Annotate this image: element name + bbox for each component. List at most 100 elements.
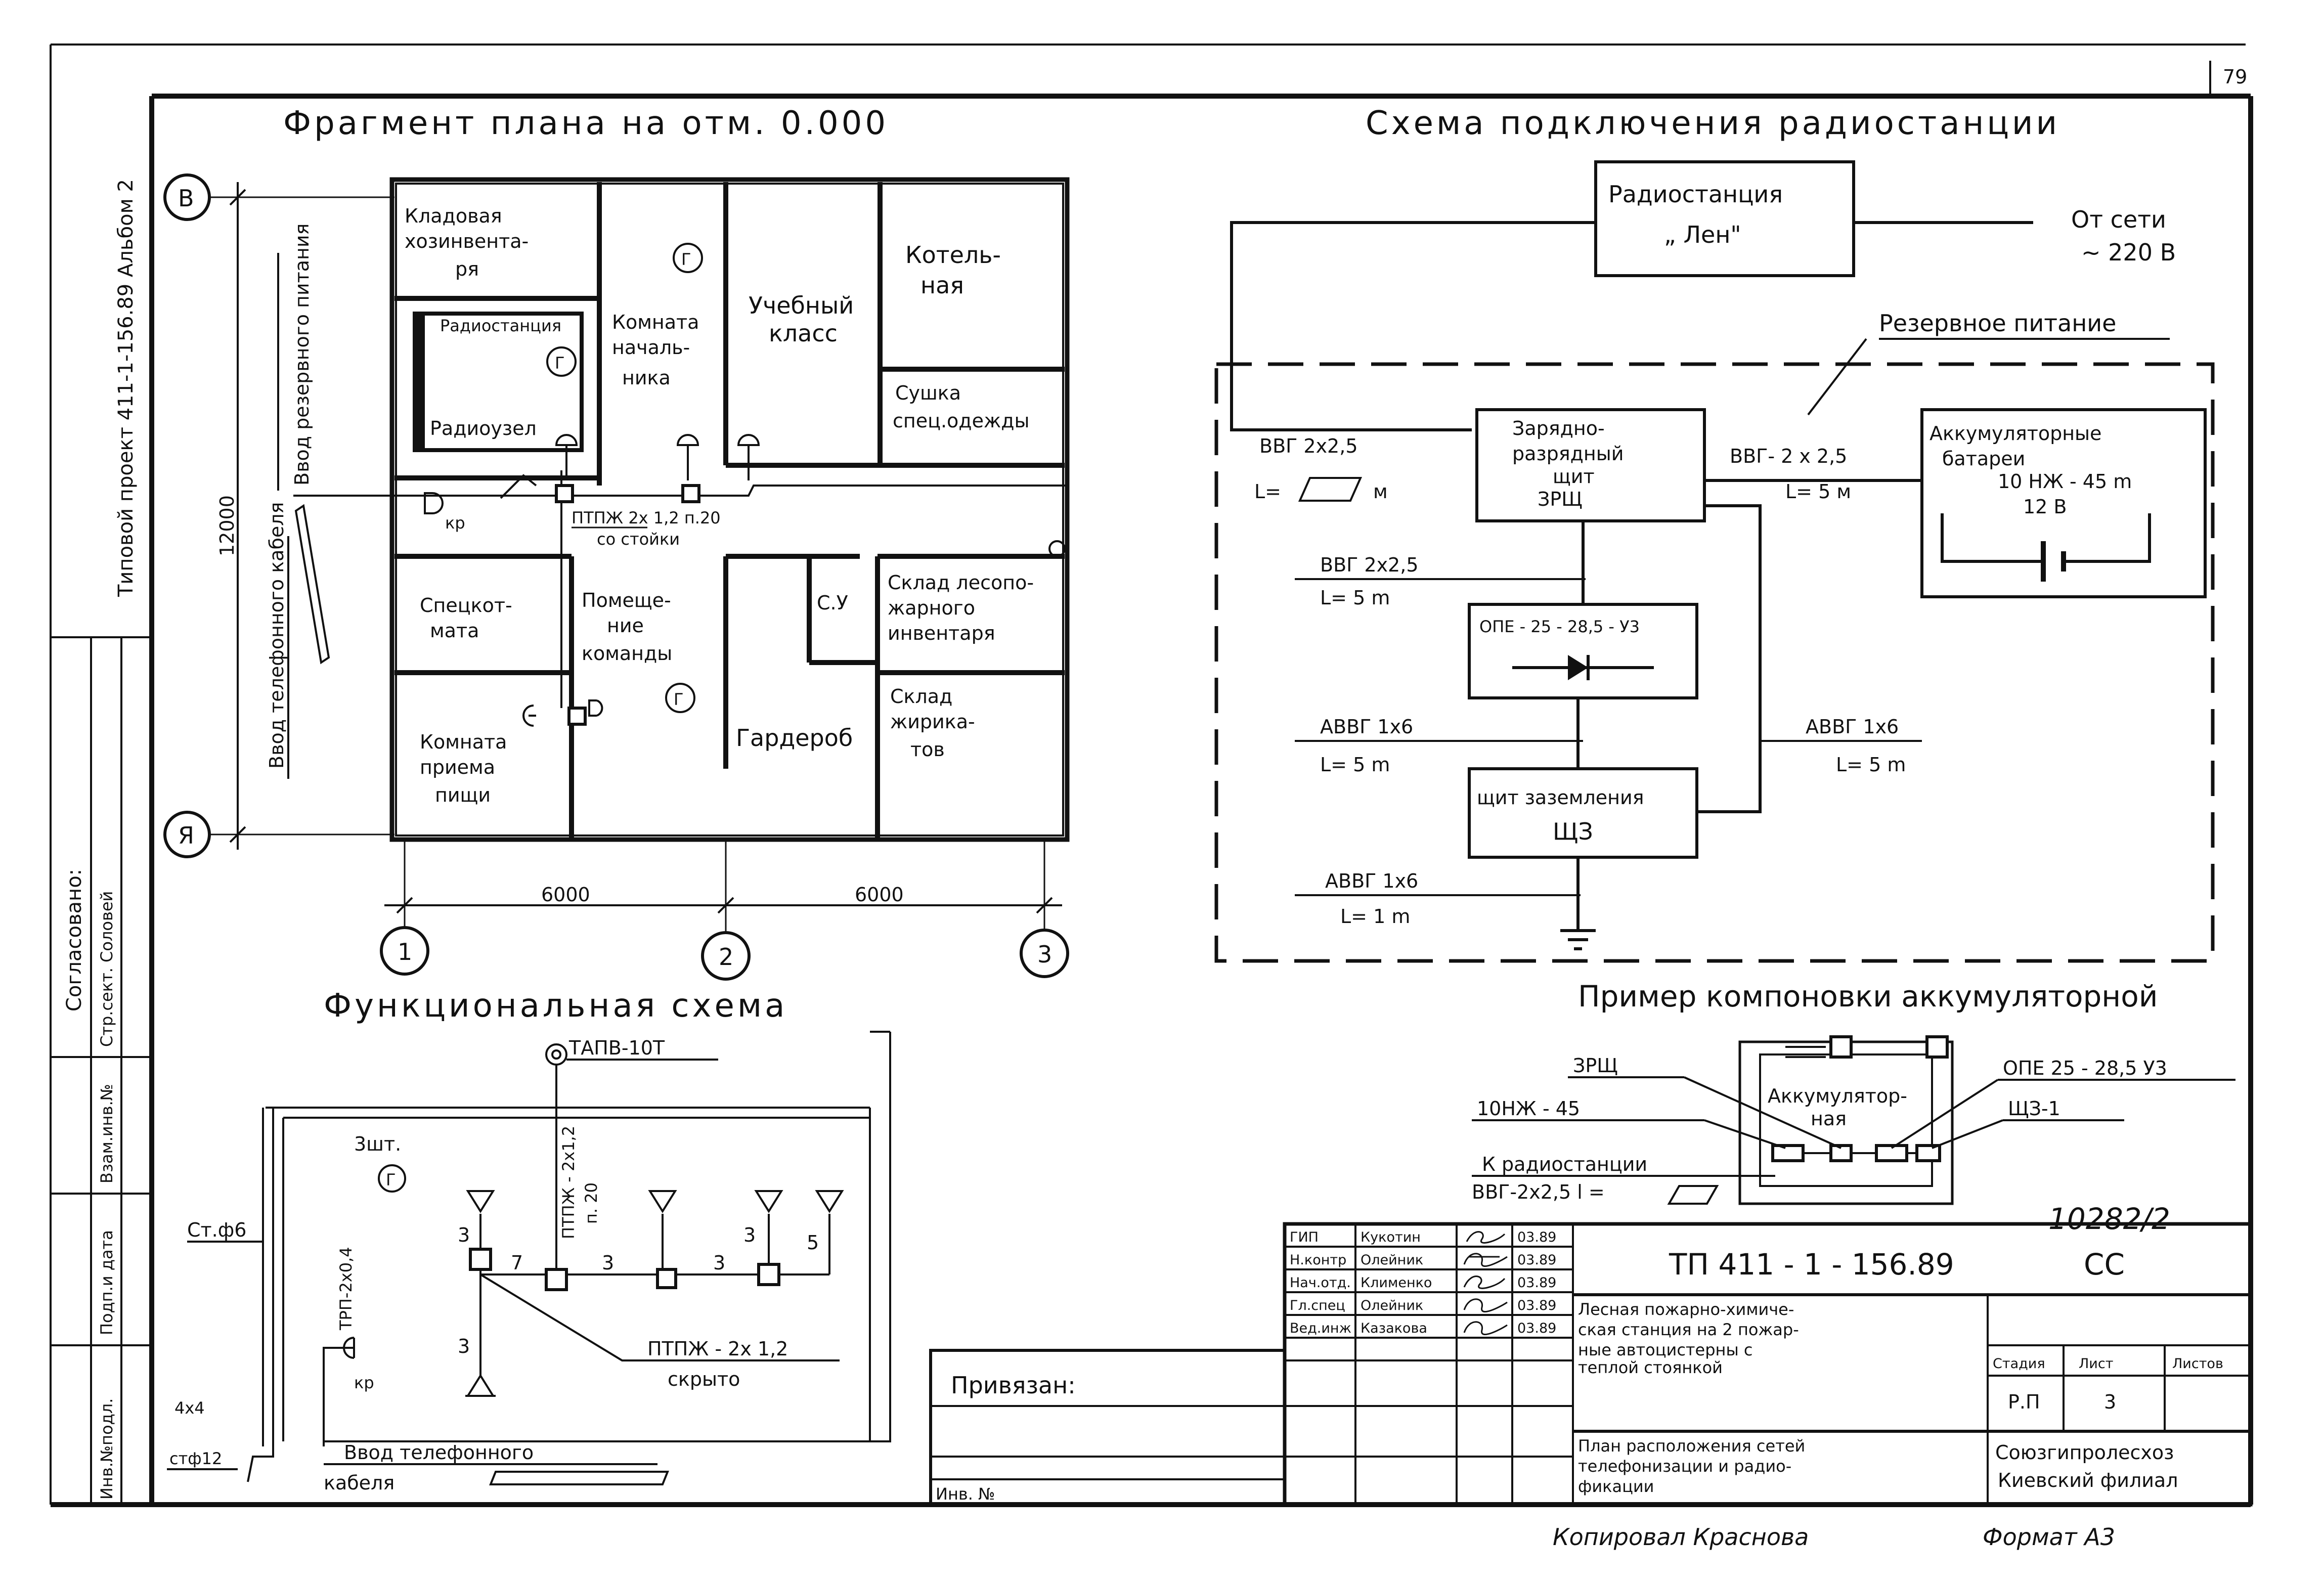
stamp-date-2: 03.89 — [1517, 1275, 1556, 1291]
plan-cable-label-2: со стойки — [597, 530, 680, 549]
side-sector-label: Стр.сект. Соловей — [97, 891, 116, 1047]
room-wardrobe: Гардероб — [736, 724, 853, 752]
rectifier-box — [1468, 603, 1698, 699]
dim-left: 6000 — [541, 884, 590, 906]
sz-label-2: ЩЗ — [1553, 818, 1593, 845]
room-forest-1: Склад лесопо- — [888, 571, 1034, 594]
axis-label-3: 3 — [1037, 941, 1052, 968]
zrsh-label-1: Зарядно- — [1512, 417, 1605, 439]
len1-unit: м — [1373, 480, 1388, 503]
stamp-sheet-title-1: План расположения сетей — [1578, 1436, 1805, 1456]
functional-scheme: Функциональная схема ТАПВ-10Т ПТПЖ - 2х1… — [167, 987, 891, 1494]
dim-vertical: 12000 — [216, 495, 238, 556]
stamp-org-1: Союзгипролесхоз — [1995, 1441, 2174, 1464]
len1-label: L= — [1254, 480, 1281, 503]
functional-hidden-1: ПТПЖ - 2х 1,2 — [647, 1338, 788, 1360]
functional-trp: ТРП-2х0,4 — [336, 1247, 356, 1331]
room-dining-3: пищи — [435, 784, 491, 806]
signature-2 — [1463, 1276, 1506, 1289]
functional-kr: кр — [354, 1373, 374, 1392]
bat-label-3: 10 НЖ - 45 m — [1998, 470, 2132, 493]
zrsh-label-2: разрядный — [1512, 443, 1624, 465]
stamp-org-2: Киевский филиал — [1998, 1469, 2178, 1491]
radio-box-label-2: „ Лен" — [1664, 221, 1741, 248]
functional-phone-in-2: кабеля — [324, 1472, 394, 1494]
side-agreed-label: Согласовано: — [63, 869, 86, 1012]
layout-sz: ЩЗ-1 — [2008, 1097, 2060, 1120]
bat-label-1: Аккумуляторные — [1930, 422, 2101, 445]
stamp-role-4: Вед.инж — [1290, 1321, 1351, 1336]
functional-n3b: 3 — [458, 1335, 470, 1357]
copied-by-label: Копировал Краснова — [1553, 1523, 1809, 1551]
mains-label-1: От сети — [2071, 206, 2166, 233]
functional-cable-vert: ПТПЖ - 2х1,2 — [559, 1126, 578, 1239]
stamp-stage-header: Стадия — [1993, 1356, 2045, 1372]
stamp-date-1: 03.89 — [1517, 1252, 1556, 1268]
room-team-3: команды — [582, 642, 672, 665]
room-wc: С.У — [817, 592, 848, 614]
functional-n3e: 3 — [743, 1224, 756, 1246]
connection-scheme: Схема подключения радиостанции Радиостан… — [1214, 105, 2215, 963]
plan-cable-label-1: ПТПЖ 2х 1,2 п.20 — [572, 508, 721, 527]
bat-label-2: батареи — [1942, 448, 2025, 470]
bat-label-4: 12 В — [2023, 496, 2067, 518]
functional-title: Функциональная схема — [324, 987, 787, 1025]
room-dry-1: Сушка — [895, 382, 961, 404]
room-storage-2: хозинвента- — [405, 230, 529, 252]
plan-mark-g-1: Г — [681, 250, 691, 269]
stamp-object-1: Лесная пожарно-химиче- — [1578, 1300, 1794, 1319]
reserve-input-label: Ввод резервного питания — [291, 224, 313, 486]
avvg1-label: АВВГ 1х6 — [1320, 716, 1413, 738]
room-forest-2: жарного — [888, 597, 975, 619]
layout-akk-1: Аккумулятор- — [1768, 1085, 1907, 1107]
room-chief-2: началь- — [612, 336, 690, 359]
plan-title: Фрагмент плана на отм. 0.000 — [283, 105, 889, 142]
stamp-name-0: Кукотин — [1361, 1229, 1421, 1245]
functional-st6: Ст.ф6 — [187, 1219, 246, 1241]
axis-label-b: В — [178, 185, 194, 212]
stamp-sheet-title-2: телефонизации и радио- — [1578, 1457, 1791, 1476]
avvg3-label: АВВГ 1х6 — [1325, 870, 1418, 892]
title-block: Привязан: Инв. № ТП 411 - 1 - 156.89 СС … — [929, 1222, 2253, 1507]
stamp-name-1: Олейник — [1361, 1252, 1423, 1268]
stamp-name-4: Казакова — [1361, 1321, 1427, 1336]
plan-fragment: Фрагмент плана на отм. 0.000 В Я 1 2 3 6… — [163, 105, 1070, 981]
stamp-role-3: Гл.спец — [1290, 1298, 1345, 1313]
signature-3 — [1463, 1298, 1508, 1313]
sheet-frame: 79 — [50, 43, 2253, 1507]
stamp-date-4: 03.89 — [1517, 1321, 1556, 1336]
len3-label: L= 5 m — [1320, 587, 1390, 609]
zrsh-label-4: ЗРЩ — [1538, 488, 1583, 510]
room-special-1: Спецкот- — [420, 594, 512, 617]
room-boiler-2: ная — [920, 272, 964, 299]
stamp-role-2: Нач.отд. — [1290, 1275, 1351, 1291]
layout-akk-2: ная — [1811, 1108, 1847, 1130]
side-col2-label: Подп.и дата — [97, 1230, 116, 1335]
room-radiouzel: Радиоузел — [430, 417, 537, 439]
len5-label: L= 5 m — [1836, 754, 1906, 776]
room-dining-2: приема — [420, 756, 495, 778]
functional-lx4: 4х4 — [174, 1398, 205, 1418]
stamp-stage: Р.П — [2008, 1391, 2040, 1413]
room-forest-3: инвентаря — [888, 622, 995, 644]
layout-zrsh: ЗРЩ — [1573, 1054, 1618, 1077]
stamp-date-0: 03.89 — [1517, 1229, 1556, 1245]
layout-nzh: 10НЖ - 45 — [1477, 1097, 1580, 1120]
room-team-2: ние — [607, 614, 644, 637]
battery-room-layout: Пример компоновки аккумуляторной Аккумул… — [1472, 979, 2235, 1236]
functional-n3a: 3 — [458, 1224, 470, 1246]
page-number: 79 — [2223, 66, 2247, 88]
phone-input-label: Ввод телефонного кабеля — [266, 502, 288, 769]
stamp-sheets-header: Листов — [2172, 1356, 2223, 1372]
stamp-date-3: 03.89 — [1517, 1298, 1556, 1313]
functional-phone-in: Ввод телефонного — [344, 1441, 534, 1464]
side-col3-label: Инв.№подл. — [97, 1398, 116, 1500]
room-dry-2: спец.одежды — [893, 410, 1029, 432]
functional-cable-vert-2: п. 20 — [582, 1182, 601, 1224]
registration-number: 10282/2 — [2048, 1202, 2170, 1236]
len4-label: L= 5 m — [1320, 754, 1390, 776]
sz-label-1: щит заземления — [1477, 786, 1644, 809]
scheme-title: Схема подключения радиостанции — [1366, 105, 2060, 142]
side-stamp: Типовой проект 411-1-156.89 Альбом 2 Сог… — [51, 179, 152, 1505]
